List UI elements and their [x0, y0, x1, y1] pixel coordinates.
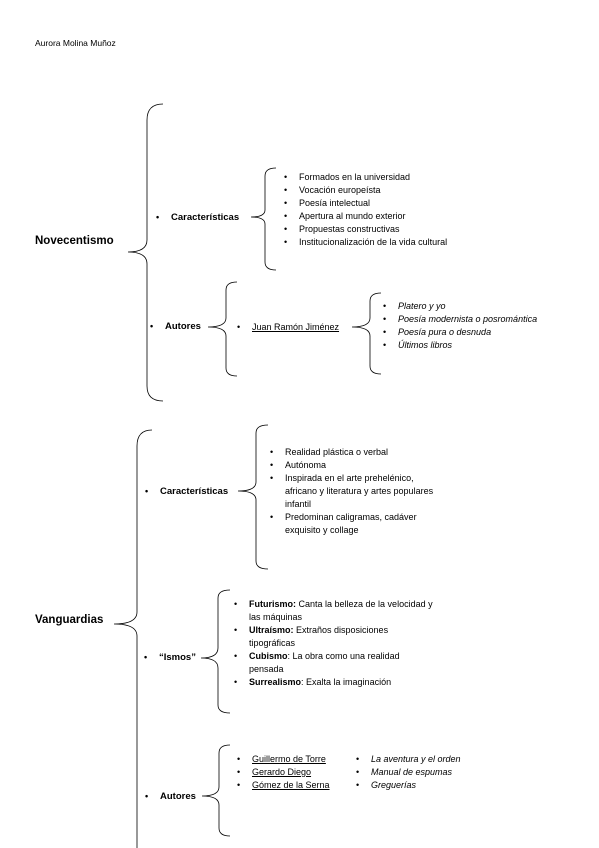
brace-nov-autores — [207, 281, 238, 377]
list-item: •La aventura y el orden — [356, 754, 461, 764]
list-item-continuation: exquisito y collage — [285, 525, 359, 535]
brace-nov-caracteristicas — [250, 167, 277, 271]
list-item-continuation: infantil — [285, 499, 312, 509]
list-item: •Autónoma — [270, 460, 327, 470]
brace-van-caracteristicas — [237, 424, 269, 570]
brace-novecentismo — [127, 103, 164, 402]
list-item: •Predominan caligramas, cadáver — [270, 512, 417, 522]
list-item: •Greguerías — [356, 780, 417, 790]
list-van-caracteristicas: •Realidad plástica o verbal •Autónoma •I… — [270, 446, 434, 537]
list-van-works: •La aventura y el orden •Manual de espum… — [356, 753, 461, 792]
list-item-continuation: las máquinas — [249, 612, 303, 622]
title-vanguardias: Vanguardias — [35, 614, 104, 626]
brace-jrj-works — [351, 292, 382, 375]
list-item: •Futurismo: Canta la belleza de la veloc… — [234, 599, 433, 609]
author-juan-ramon-jimenez: Juan Ramón Jiménez — [237, 321, 339, 334]
list-item-continuation: africano y literatura y artes populares — [285, 486, 434, 496]
author-name: Aurora Molina Muñoz — [35, 38, 116, 48]
list-item: •Gómez de la Serna — [237, 780, 330, 790]
brace-van-autores — [201, 744, 231, 837]
list-item-continuation: pensada — [249, 664, 284, 674]
label-van-autores: Autores — [145, 791, 196, 802]
list-jrj-works: •Platero y yo •Poesía modernista o posro… — [383, 300, 538, 352]
label-van-caracteristicas: Características — [145, 486, 228, 497]
title-novecentismo: Novecentismo — [35, 235, 114, 247]
list-item: •Gerardo Diego — [237, 767, 312, 777]
list-item: •Ultraísmo: Extraños disposiciones — [234, 625, 389, 635]
list-van-autores: •Guillermo de Torre •Gerardo Diego •Góme… — [237, 753, 330, 792]
list-item: •Institucionalización de la vida cultura… — [284, 237, 448, 247]
list-ismos: •Futurismo: Canta la belleza de la veloc… — [234, 598, 433, 689]
list-item: •Poesía intelectual — [284, 198, 371, 208]
label-ismos: “Ismos” — [144, 652, 196, 663]
list-item-continuation: tipográficas — [249, 638, 296, 648]
list-item: •Poesía modernista o posromántica — [383, 314, 538, 324]
list-item: •Guillermo de Torre — [237, 754, 326, 764]
list-item: •Cubismo: La obra como una realidad — [234, 651, 400, 661]
list-item: •Propuestas constructivas — [284, 224, 400, 234]
list-nov-caracteristicas: •Formados en la universidad •Vocación eu… — [284, 171, 448, 249]
brace-ismos — [200, 589, 231, 714]
list-item: •Realidad plástica o verbal — [270, 447, 389, 457]
list-item: •Surrealismo: Exalta la imaginación — [234, 677, 392, 687]
label-nov-caracteristicas: Características — [156, 212, 239, 223]
brace-vanguardias — [113, 429, 153, 848]
label-nov-autores: Autores — [150, 321, 201, 332]
list-item: •Últimos libros — [383, 340, 453, 350]
list-item: •Apertura al mundo exterior — [284, 211, 406, 221]
list-item: •Formados en la universidad — [284, 172, 411, 182]
list-item: •Inspirada en el arte prehelénico, — [270, 473, 414, 483]
list-item: •Poesía pura o desnuda — [383, 327, 492, 337]
list-item: •Manual de espumas — [356, 767, 453, 777]
list-item: •Vocación europeísta — [284, 185, 381, 195]
list-item: •Platero y yo — [383, 301, 446, 311]
